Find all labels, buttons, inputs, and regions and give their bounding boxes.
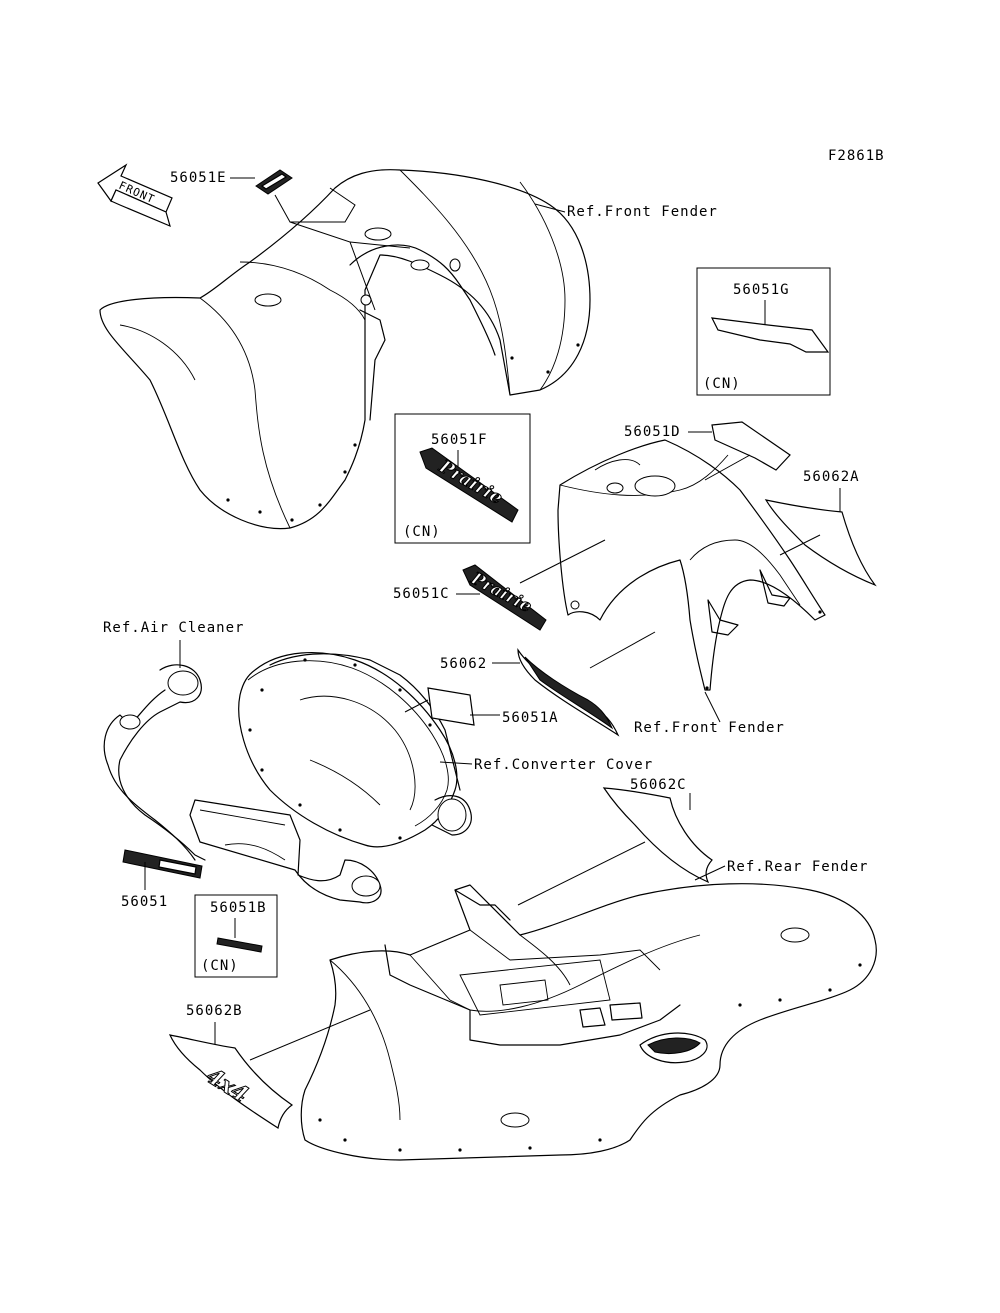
decal-56062A	[764, 499, 877, 587]
decal-56051A	[427, 687, 475, 726]
decal-56051G	[710, 317, 830, 353]
decal-56051B	[216, 937, 263, 953]
figure-code: F2861B	[828, 148, 885, 164]
label-ref-air-cleaner: Ref.Air Cleaner	[103, 620, 244, 636]
front-fender-mid	[557, 439, 826, 691]
label-cn-b: (CN)	[201, 958, 239, 974]
label-cn-f: (CN)	[403, 524, 441, 540]
label-56051C: 56051C	[393, 586, 450, 602]
label-cn-g: (CN)	[703, 376, 741, 392]
decal-56051D	[711, 421, 791, 471]
decal-56062B: 4x4	[168, 1034, 294, 1129]
box-56051G	[696, 267, 831, 396]
label-ref-front-fender-top: Ref.Front Fender	[567, 204, 718, 220]
decal-56051F-text: Prairie	[435, 456, 506, 509]
decal-56051F: Prairie	[419, 447, 519, 523]
label-56062: 56062	[440, 656, 487, 672]
decal-56051C: Prairie	[462, 564, 547, 631]
label-56051: 56051	[121, 894, 168, 910]
label-56051G: 56051G	[733, 282, 790, 298]
air-cleaner-duct	[103, 664, 382, 904]
box-56051B	[194, 894, 278, 978]
decal-56051E	[255, 169, 293, 195]
label-56051E: 56051E	[170, 170, 227, 186]
label-56062B: 56062B	[186, 1003, 243, 1019]
converter-cover	[238, 652, 472, 848]
decal-56051	[122, 849, 203, 879]
decal-56062C	[602, 787, 713, 884]
label-56062C: 56062C	[630, 777, 687, 793]
label-56051A: 56051A	[502, 710, 559, 726]
label-ref-rear-fender: Ref.Rear Fender	[727, 859, 868, 875]
label-56051F: 56051F	[431, 432, 488, 448]
label-56051D: 56051D	[624, 424, 681, 440]
front-arrow-icon: FRONT	[97, 163, 173, 228]
label-56062A: 56062A	[803, 469, 860, 485]
rear-fender	[300, 883, 877, 1161]
label-ref-converter-cover: Ref.Converter Cover	[474, 757, 653, 773]
label-56051B: 56051B	[210, 900, 267, 916]
front-fender-top	[99, 169, 591, 530]
box-56051F	[394, 413, 531, 544]
decal-56051C-text: Prairie	[467, 568, 535, 617]
label-ref-front-fender-mid: Ref.Front Fender	[634, 720, 785, 736]
